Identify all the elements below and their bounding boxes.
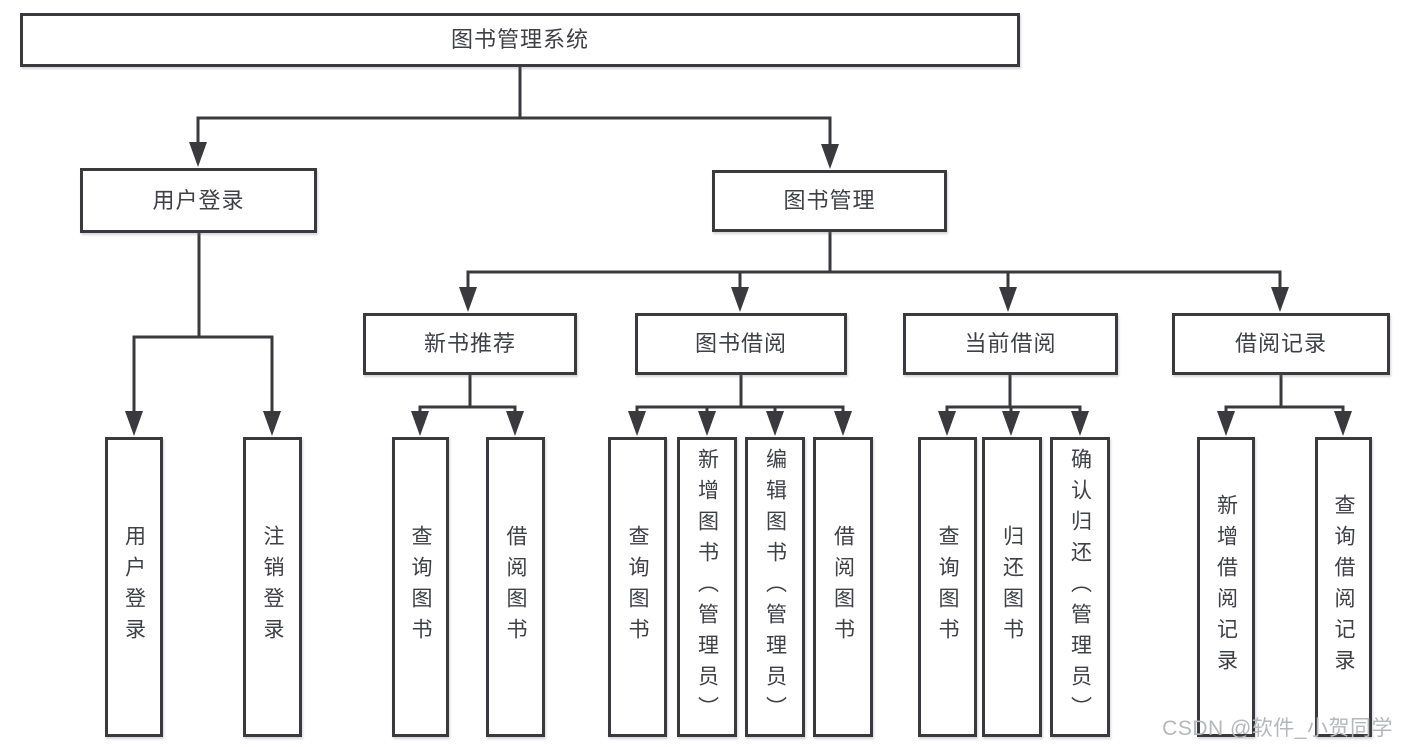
node-borrow-records: 借阅记录 [1172,313,1390,375]
node-book-borrow-label: 图书借阅 [694,331,787,356]
node-root: 图书管理系统 [20,13,1020,67]
leaf-add-book-admin: 新增图书（管理员） [677,437,737,737]
connector-current-borrow-to-leaves [938,375,1089,436]
node-book-management-label: 图书管理 [783,188,876,213]
connector-book-management-to-level3 [459,232,1289,312]
leaf-add-borrow-record: 新增借阅记录 [1197,437,1255,737]
leaf-query-books-current: 查询图书 [918,437,977,737]
node-book-management: 图书管理 [712,170,947,232]
leaf-user-login: 用户登录 [105,437,163,737]
csdn-watermark: CSDN @软件_小贺同学 [1162,717,1393,740]
leaf-return-book: 归还图书 [982,437,1042,737]
leaf-query-books-borrow: 查询图书 [608,437,667,737]
leaf-logout: 注销登录 [243,437,302,737]
connector-root-to-level2 [189,67,839,169]
leaf-edit-book-admin: 编辑图书（管理员） [745,437,805,737]
connector-new-book-recommend-to-leaves [411,375,524,436]
node-new-book-recommend-label: 新书推荐 [423,331,516,356]
node-current-borrow: 当前借阅 [903,313,1118,375]
leaf-query-books-recommend: 查询图书 [392,437,449,737]
node-new-book-recommend: 新书推荐 [363,313,577,375]
node-root-label: 图书管理系统 [450,27,589,52]
leaf-borrow-books: 借阅图书 [813,437,873,737]
leaf-query-borrow-record: 查询借阅记录 [1315,437,1372,737]
node-borrow-records-label: 借阅记录 [1234,331,1327,356]
node-user-login-label: 用户登录 [152,187,245,213]
connector-user-login-to-leaves [125,233,281,436]
connector-borrow-records-to-leaves [1217,375,1352,436]
node-user-login: 用户登录 [80,168,317,233]
node-book-borrow: 图书借阅 [635,313,847,375]
leaf-borrow-books-recommend: 借阅图书 [486,437,545,737]
leaf-confirm-return-admin: 确认归还（管理员） [1050,437,1110,737]
connector-book-borrow-to-leaves [628,375,852,436]
node-current-borrow-label: 当前借阅 [964,331,1057,356]
